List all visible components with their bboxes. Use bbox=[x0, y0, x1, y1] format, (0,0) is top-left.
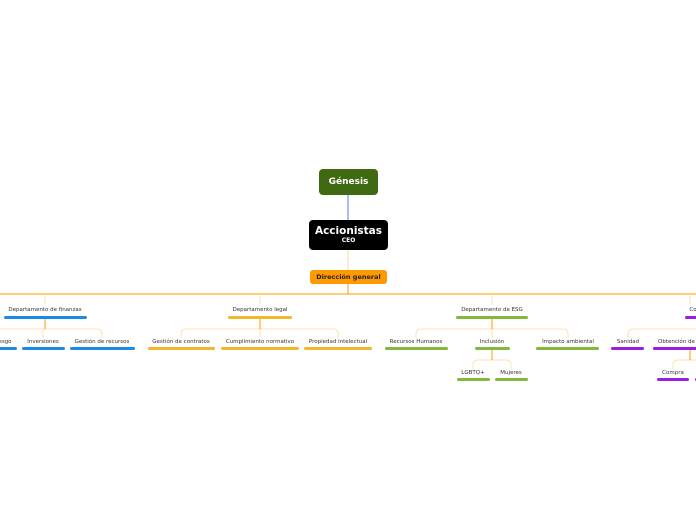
ceo-subtitle: CEO bbox=[341, 237, 356, 244]
ceo-title: Accionistas bbox=[314, 225, 383, 237]
node-compra[interactable]: Compra bbox=[662, 370, 684, 376]
node-inversiones[interactable]: Inversiones bbox=[27, 339, 59, 345]
node-underline bbox=[653, 347, 696, 350]
node-gestion-recursos[interactable]: Gestión de recursos bbox=[74, 339, 130, 345]
node-underline bbox=[0, 347, 17, 350]
node-underline bbox=[536, 347, 599, 350]
node-riesgo[interactable]: esgo bbox=[0, 339, 12, 345]
node-rrhh[interactable]: Recursos Humanos bbox=[389, 339, 443, 345]
node-underline bbox=[70, 347, 135, 350]
dept-esg-underline bbox=[456, 316, 528, 319]
node-underline bbox=[22, 347, 65, 350]
ceo-node[interactable]: Accionistas CEO bbox=[309, 220, 388, 250]
node-sanidad[interactable]: Sanidad bbox=[616, 339, 640, 345]
node-gestion-contratos[interactable]: Gestión de contratos bbox=[152, 339, 210, 345]
node-lgbtq[interactable]: LGBTQ+ bbox=[461, 370, 485, 376]
node-impacto[interactable]: Impacto ambiental bbox=[542, 339, 594, 345]
dept-finanzas-underline bbox=[4, 316, 87, 319]
node-mujeres[interactable]: Mujeres bbox=[500, 370, 522, 376]
dept-co-underline bbox=[685, 316, 696, 319]
direccion-general-node[interactable]: Dirección general bbox=[310, 270, 387, 284]
node-propiedad[interactable]: Propiedad intelectual bbox=[308, 339, 368, 345]
node-underline bbox=[304, 347, 372, 350]
node-underline bbox=[475, 347, 510, 350]
node-cumplimiento[interactable]: Cumplimiento normativo bbox=[225, 339, 295, 345]
node-underline bbox=[611, 347, 644, 350]
dept-co[interactable]: Co bbox=[689, 307, 696, 313]
node-underline bbox=[221, 347, 299, 350]
dept-legal[interactable]: Departamento legal bbox=[232, 307, 288, 313]
node-underline bbox=[657, 378, 689, 381]
node-inclusion[interactable]: Inclusión bbox=[479, 339, 505, 345]
node-underline bbox=[457, 378, 490, 381]
node-underline bbox=[385, 347, 448, 350]
dept-legal-underline bbox=[228, 316, 292, 319]
root-node-genesis[interactable]: Génesis bbox=[319, 169, 378, 195]
dept-finanzas[interactable]: Departamento de finanzas bbox=[8, 307, 82, 313]
node-obtencion[interactable]: Obtención de bbox=[658, 339, 695, 345]
node-underline bbox=[148, 347, 215, 350]
dept-esg[interactable]: Departamento de ESG bbox=[461, 307, 523, 313]
node-underline bbox=[495, 378, 528, 381]
